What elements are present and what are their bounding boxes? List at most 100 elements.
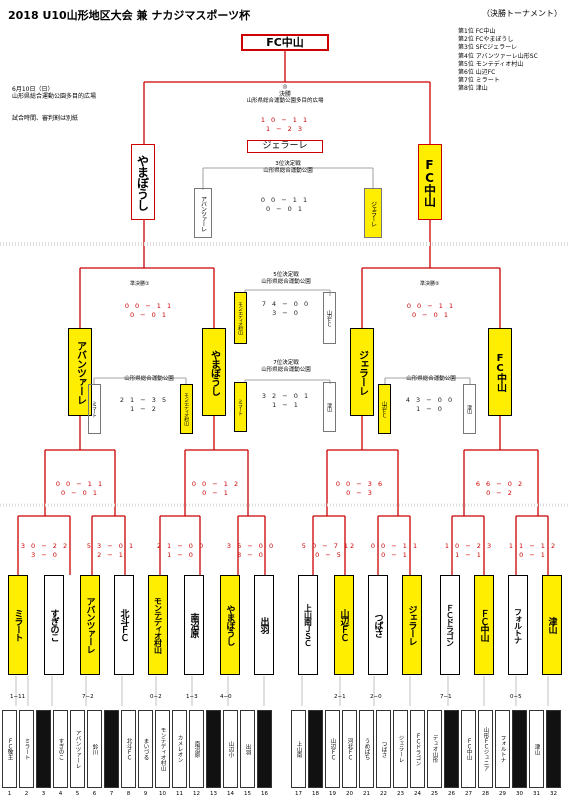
team-cell-28: 山形ＦＣジュニア: [478, 710, 493, 788]
rank-8: 第8位 津山: [458, 85, 488, 93]
team-cell-17: 上山南: [291, 710, 306, 788]
fifth-header: 5位決定戦: [273, 272, 299, 278]
rank-3: 第3位 SFCジェラーレ: [458, 44, 518, 52]
seed-number: 18: [312, 791, 319, 797]
r16-team-1: ミラート: [8, 575, 28, 675]
team-cell-10: モンテディオ村山: [155, 710, 170, 788]
seed-number: 12: [193, 791, 200, 797]
r16-team-9: 上山南ＪＳＣ: [298, 575, 318, 675]
team-cell-20: 河北ＦＣ: [342, 710, 357, 788]
round1-score-4: 1−3: [186, 694, 198, 700]
seed-number: 15: [244, 791, 251, 797]
page-title: 2018 U10山形地区大会 兼 ナカジマスポーツ杯: [8, 9, 251, 22]
third-info: 3位決定戦 山形県総合運動公園: [228, 161, 348, 175]
seventh-header: 7位決定戦: [273, 360, 299, 366]
r16-7-line1: 1 0 − 2 3: [444, 542, 494, 550]
third-place-winner: ジェラーレ: [247, 140, 323, 153]
date: 6月10日（日） 山形県総合運動公園多目的広場: [12, 86, 96, 100]
seed-number: 8: [126, 791, 131, 797]
third-right: ジェラーレ: [364, 188, 382, 238]
venue-text: 山形県総合運動公園多目的広場: [12, 93, 97, 101]
r16-team-15: フォルトナ: [508, 575, 528, 675]
lower-semi1-left: ミラート: [88, 384, 101, 434]
seed-number: 4: [58, 791, 63, 797]
match-info: 試合時間、審判割は別紙: [12, 115, 79, 122]
final-score-line1: 1 0 − 1 1: [260, 116, 310, 124]
rank-7: 第7位 ミラート: [458, 77, 500, 85]
seed-number: 28: [482, 791, 489, 797]
seed-number: 13: [210, 791, 217, 797]
r16-1-line2: 3 − 0: [31, 550, 59, 559]
qf3-score: 0 0 − 3 6 0 − 3: [320, 480, 400, 498]
seed-number: 31: [533, 791, 540, 797]
final-label: 決勝: [278, 90, 291, 98]
seventh-left: ミラート: [234, 382, 247, 432]
team-cell-4: すぎのこ: [53, 710, 68, 788]
r16-team-2: すぎのこ: [44, 575, 64, 675]
third-header: 3位決定戦: [275, 161, 301, 167]
lower-semi1-score: 2 1 − 3 5 1 − 2: [104, 396, 184, 414]
qf3-score-line2: 0 − 3: [346, 488, 374, 497]
rank-4: 第4位 アバンツァーレ山形SC: [458, 52, 538, 60]
semi2-header: 準決勝②: [420, 281, 440, 287]
r16-team-16: 津山: [542, 575, 562, 675]
team-cell-14: 山辺小: [223, 710, 238, 788]
qf4-score: 6 6 − 0 2 0 − 2: [460, 480, 540, 498]
seed-number: 22: [380, 791, 387, 797]
r16-4-line1: 3 6 − 0 0: [226, 542, 276, 550]
seed-number: 21: [363, 791, 370, 797]
semi2-right: FC中山: [488, 328, 512, 416]
team-cell-8: 北斗ＦＣ: [121, 710, 136, 788]
rank-1: 第1位 FC中山: [458, 28, 496, 35]
r16-team-11: つばさ: [368, 575, 388, 675]
lower-semi1-score-line2: 1 − 2: [130, 404, 158, 413]
qf2-score: 0 0 − 1 2 0 − 1: [176, 480, 256, 498]
r16-team-13: ＦＣドラゴン: [440, 575, 460, 675]
seed-number: 3: [41, 791, 46, 797]
seed-number: 24: [414, 791, 421, 797]
seed-number: 19: [329, 791, 336, 797]
r16-2-line1: 5 3 − 0 1: [86, 542, 136, 550]
team-cell-6: 鈴川: [87, 710, 102, 788]
third-venue: 山形県総合運動公園: [263, 167, 313, 174]
fifth-info: 5位決定戦 山形県総合運動公園: [236, 272, 336, 286]
seed-number: 25: [431, 791, 438, 797]
r16-team-4: 北斗ＦＣ: [114, 575, 134, 675]
lower-semi2-right: 津山: [463, 384, 476, 434]
round1-score-1: 1−11: [10, 694, 26, 700]
team-cell-22: つばさ: [376, 710, 391, 788]
lower-semi2-score-line2: 1 − 0: [416, 404, 444, 413]
fifth-score-line2: 3 − 0: [272, 308, 300, 317]
seed-number: 16: [261, 791, 268, 797]
team-cell-12: 南沼原: [189, 710, 204, 788]
seed-number: 29: [499, 791, 506, 797]
fifth-score-line1: 7 4 − 0 0: [261, 300, 311, 308]
r16-8-line1: 1 1 − 1 2: [508, 542, 558, 550]
qf3-score-line1: 0 0 − 3 6: [335, 480, 385, 488]
team-cell-2: ミラート: [19, 710, 34, 788]
r16-team-12: ジェラーレ: [402, 575, 422, 675]
team-cell-27: ＦＣ中山: [461, 710, 476, 788]
rank-5: 第5位 モンテディオ村山: [458, 60, 524, 68]
r16-5-line2: 0 − 5: [315, 550, 343, 559]
format-label: （決勝トーナメント）: [482, 9, 562, 18]
final-score-line2: 1 − 2 3: [265, 124, 305, 133]
team-cell-15: 出羽: [240, 710, 255, 788]
r16-team-8: 出羽: [254, 575, 274, 675]
round1-score-3: 0−2: [150, 694, 162, 700]
team-cell-5: アバンツァーレ: [70, 710, 85, 788]
qf2-score-line1: 0 0 − 1 2: [191, 480, 241, 488]
fifth-right: 山辺ＦＣ: [323, 292, 336, 344]
semi1-score: 0 0 − 1 1 0 − 0 1: [104, 302, 194, 320]
team-cell-9: まいづる: [138, 710, 153, 788]
seed-number: 23: [397, 791, 404, 797]
semi2-score-line2: 0 − 0 1: [411, 310, 451, 319]
seed-number: 6: [92, 791, 97, 797]
seed-number: 17: [295, 791, 302, 797]
